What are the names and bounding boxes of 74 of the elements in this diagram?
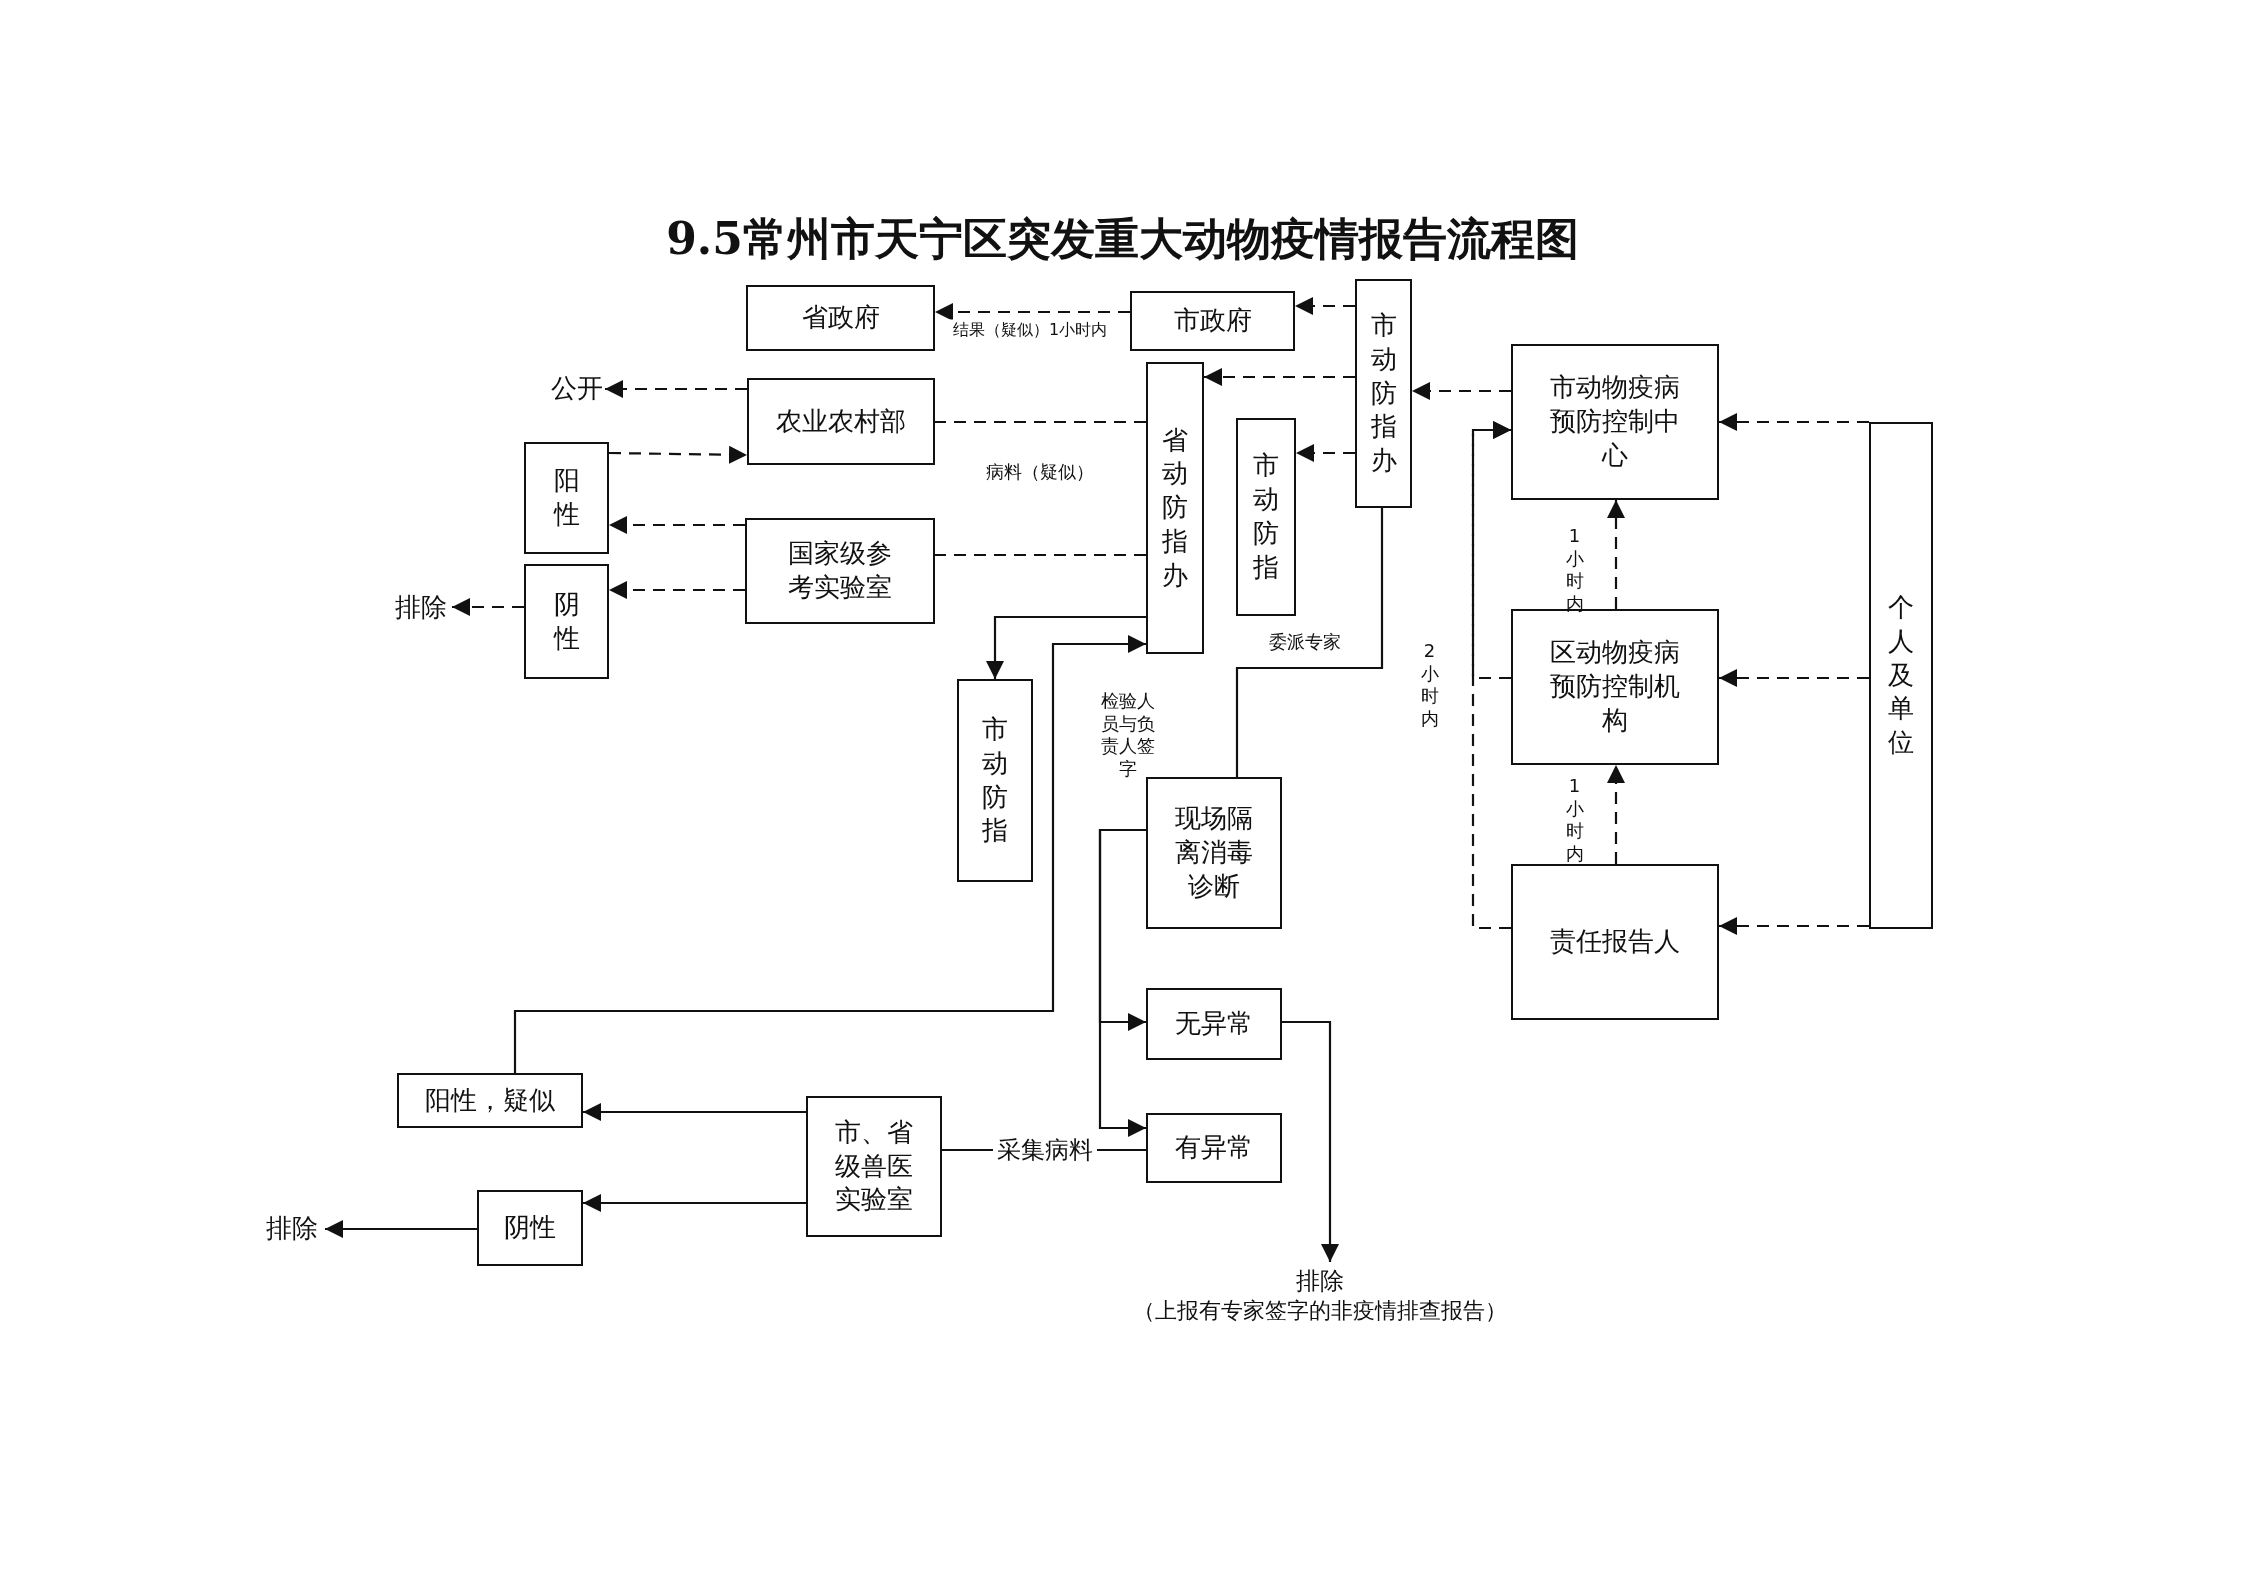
process-box bbox=[747, 378, 935, 465]
dashed-arrow bbox=[1471, 421, 1511, 680]
box-label: 省政府 bbox=[801, 301, 880, 335]
process-box bbox=[806, 1096, 942, 1237]
process-box bbox=[524, 442, 609, 554]
arrow bbox=[513, 635, 1146, 1073]
arrow bbox=[1098, 828, 1146, 1137]
process-box bbox=[1146, 777, 1282, 929]
outcome-label: 公开 bbox=[548, 370, 605, 408]
box-label: 责任报告人 bbox=[1550, 925, 1680, 959]
note-label: 1小时内 bbox=[1565, 775, 1584, 865]
dashed-arrow bbox=[609, 516, 745, 534]
dashed-arrow bbox=[1296, 444, 1355, 462]
box-label: 阳性，疑似 bbox=[425, 1083, 555, 1117]
dashed-arrow bbox=[605, 380, 747, 398]
box-label: 有异常 bbox=[1175, 1131, 1253, 1165]
process-box bbox=[524, 564, 609, 679]
dashed-arrow bbox=[1204, 368, 1355, 386]
process-box bbox=[1146, 362, 1204, 654]
box-label: 阳性 bbox=[552, 464, 581, 531]
process-box bbox=[397, 1073, 583, 1128]
note-label: 委派专家 bbox=[1269, 630, 1341, 654]
connector-line bbox=[1235, 508, 1384, 777]
arrow bbox=[583, 1194, 806, 1212]
dashed-arrow bbox=[935, 303, 1130, 321]
box-label: 现场隔离消毒诊断 bbox=[1174, 802, 1254, 903]
box-label: 无异常 bbox=[1175, 1007, 1253, 1041]
box-label: 省动防指办 bbox=[1161, 423, 1189, 592]
process-box bbox=[1511, 864, 1719, 1020]
note-label: 2小时内 bbox=[1420, 640, 1439, 730]
arrow bbox=[1282, 1020, 1339, 1262]
process-box bbox=[1355, 279, 1412, 508]
box-label: 个人及单位 bbox=[1887, 591, 1915, 760]
dashed-arrow bbox=[1719, 413, 1869, 431]
dashed-arrow bbox=[452, 598, 524, 616]
arrow bbox=[325, 1220, 477, 1238]
box-label: 市政府 bbox=[1173, 304, 1252, 338]
process-box bbox=[1511, 344, 1719, 500]
dashed-arrow bbox=[1719, 669, 1869, 687]
outcome-label: 排除 bbox=[1296, 1266, 1344, 1298]
process-box bbox=[1146, 988, 1282, 1060]
outcome-label: 排除 bbox=[258, 1210, 325, 1248]
box-label: 农业农村部 bbox=[776, 404, 906, 438]
process-box bbox=[1869, 422, 1933, 929]
box-label: 国家级参考实验室 bbox=[787, 537, 893, 604]
dashed-arrow bbox=[1607, 500, 1625, 609]
process-box bbox=[745, 518, 935, 624]
dashed-arrow bbox=[609, 581, 745, 599]
box-label: 阴性 bbox=[552, 587, 581, 655]
arrow bbox=[986, 615, 1146, 679]
note-label: 检验人员与负责人签字 bbox=[1100, 690, 1156, 780]
box-label: 市、省级兽医实验室 bbox=[834, 1115, 914, 1217]
process-box bbox=[1130, 291, 1295, 351]
note-label: 病料（疑似） bbox=[986, 460, 1094, 484]
box-label: 区动物疫病预防控制机构 bbox=[1549, 636, 1681, 737]
arrow bbox=[583, 1103, 806, 1121]
box-label: 市动物疫病预防控制中心 bbox=[1549, 371, 1681, 472]
box-label: 市动防指办 bbox=[1369, 309, 1398, 478]
process-box bbox=[1146, 1113, 1282, 1183]
process-box bbox=[477, 1190, 583, 1266]
outcome-label: （上报有专家签字的非疫情排查报告） bbox=[1133, 1297, 1507, 1326]
dashed-arrow bbox=[1719, 917, 1869, 935]
dashed-arrow bbox=[1295, 297, 1355, 315]
box-label: 市动防指 bbox=[981, 712, 1009, 848]
box-label: 市动防指 bbox=[1252, 449, 1280, 584]
process-box bbox=[957, 679, 1033, 882]
dashed-arrow bbox=[1412, 382, 1511, 400]
dashed-arrow bbox=[609, 445, 747, 464]
process-box bbox=[1236, 418, 1296, 616]
process-box bbox=[746, 285, 935, 351]
title: 9.5常州市天宁区突发重大动物疫情报告流程图 bbox=[665, 212, 1580, 266]
outcome-label: 排除 bbox=[390, 590, 452, 625]
dashed-arrow bbox=[1607, 765, 1625, 864]
box-label: 阴性 bbox=[504, 1211, 556, 1245]
